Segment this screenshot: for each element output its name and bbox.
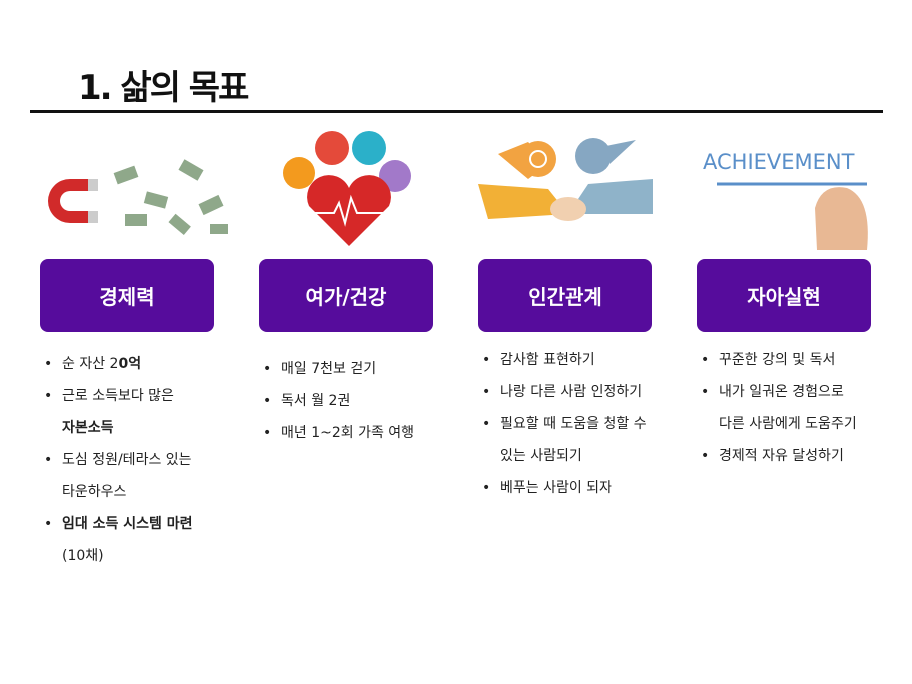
list-item: 임대 소득 시스템 마련 — [44, 508, 264, 540]
column-leisure-health: 여가/건강 매일 7천보 걷기 독서 월 2권 매년 1~2회 가족 여행 — [249, 128, 449, 449]
list-item: 감사함 표현하기 — [482, 344, 702, 376]
column-self-realization: ACHIEVEMENT 자아실현 꾸준한 강의 및 독서 내가 일궈온 경험으로… — [687, 128, 887, 472]
achievement-text: ACHIEVEMENT — [703, 150, 855, 174]
list-item: 경제적 자유 달성하기 — [701, 440, 912, 472]
list-item: 자본소득 — [44, 412, 264, 444]
heart-health-icon — [283, 131, 411, 246]
list-item: 나랑 다른 사람 인정하기 — [482, 376, 702, 408]
item-bold-text: 임대 소득 시스템 마련 — [62, 516, 193, 532]
goal-list: 꾸준한 강의 및 독서 내가 일궈온 경험으로 다른 사람에게 도움주기 경제적… — [701, 344, 912, 472]
list-item: 필요할 때 도움을 청할 수 — [482, 408, 702, 440]
list-item: 도심 정원/테라스 있는 — [44, 444, 264, 476]
handshake-image — [468, 128, 668, 250]
item-text: 순 자산 2 — [62, 356, 119, 372]
list-item: 매일 7천보 걷기 — [263, 353, 483, 385]
item-bold-text: 자본소득 — [62, 420, 114, 436]
list-item: 근로 소득보다 많은 — [44, 380, 264, 412]
list-item: 베푸는 사람이 되자 — [482, 472, 702, 504]
list-item: 타운하우스 — [62, 484, 127, 500]
item-bold-text: 0억 — [118, 356, 142, 372]
list-item: 있는 사람되기 — [500, 448, 582, 464]
heading-box: 경제력 — [40, 259, 214, 332]
list-item: 독서 월 2권 — [263, 385, 483, 417]
handshake-icon — [478, 138, 653, 221]
heading-box: 자아실현 — [697, 259, 871, 332]
list-item: 다른 사람에게 도움주기 — [719, 416, 857, 432]
title-divider — [30, 110, 883, 113]
achievement-image: ACHIEVEMENT — [687, 128, 887, 250]
column-relationships: 인간관계 감사함 표현하기 나랑 다른 사람 인정하기 필요할 때 도움을 청할… — [468, 128, 668, 504]
goal-list: 감사함 표현하기 나랑 다른 사람 인정하기 필요할 때 도움을 청할 수 있는… — [482, 344, 702, 504]
list-item: (10채) — [62, 548, 104, 564]
list-item: 순 자산 20억 — [44, 348, 264, 380]
health-image — [249, 128, 449, 250]
list-item: 내가 일궈온 경험으로 — [701, 376, 912, 408]
list-item: 꾸준한 강의 및 독서 — [701, 344, 912, 376]
column-wealth: 경제력 순 자산 20억 근로 소득보다 많은 자본소득 도심 정원/테라스 있… — [30, 128, 230, 564]
list-item: 매년 1~2회 가족 여행 — [263, 417, 483, 449]
heading-box: 여가/건강 — [259, 259, 433, 332]
heading-box: 인간관계 — [478, 259, 652, 332]
magnet-money-icon — [48, 159, 228, 236]
magnet-money-image — [30, 128, 230, 250]
hand-writing-icon — [717, 182, 868, 250]
goal-list: 순 자산 20억 근로 소득보다 많은 자본소득 도심 정원/테라스 있는 타운… — [44, 348, 264, 572]
page-title: 1. 삶의 목표 — [78, 68, 249, 108]
goal-list: 매일 7천보 걷기 독서 월 2권 매년 1~2회 가족 여행 — [263, 353, 483, 449]
